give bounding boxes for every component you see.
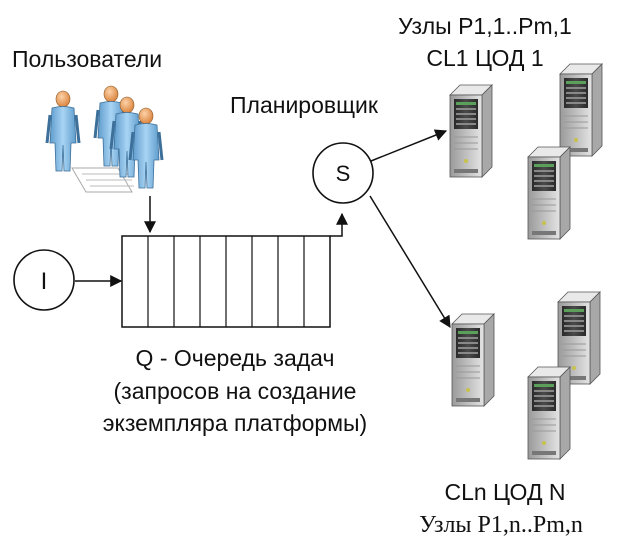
edge-scheduler-to-clusterN [369,195,451,329]
queue-label-line2: (запросов на создание [113,378,357,404]
server-icon [559,63,603,157]
users-label: Пользователи [12,46,163,72]
edge-queue-to-scheduler [330,212,348,237]
scheduler-label: Планировщик [230,92,378,118]
scheduler-node-label: S [336,161,351,186]
input-node [13,249,75,311]
server-icon [527,366,571,460]
queue-label-line1: Q - Очередь задач [135,345,335,371]
scheduler-node [312,142,374,204]
cluster1-nodes-label: Узлы P1,1..Pm,1 [398,13,572,39]
edge-scheduler-to-cluster1 [370,129,448,162]
users-icon [45,84,164,193]
cluster1-servers [449,63,603,240]
server-icon [451,313,495,407]
server-icon [449,84,493,178]
server-icon [527,146,571,240]
input-node-label: I [41,268,48,295]
clusterN-name-label: CLn ЦОД N [444,479,566,505]
task-queue [121,235,331,328]
cluster1-name-label: CL1 ЦОД 1 [426,45,544,71]
queue-label-line3: экземпляра платформы) [102,410,368,436]
clusterN-nodes-label: Узлы P1,n..Pm,n [419,512,583,538]
clusterN-servers [451,291,601,460]
